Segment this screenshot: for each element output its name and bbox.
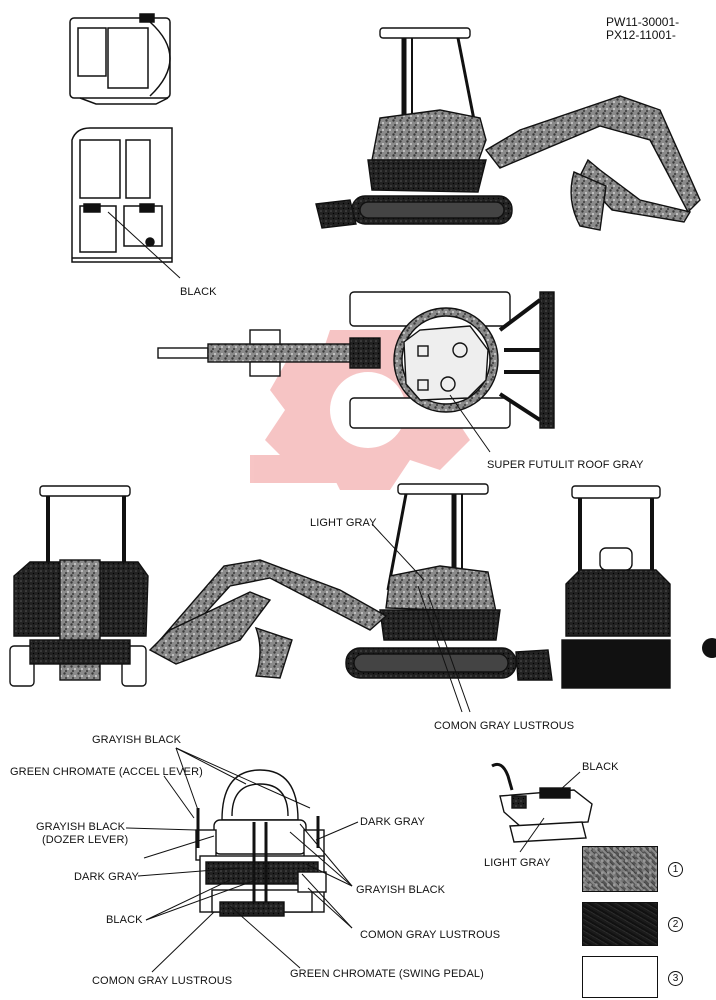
operator-station-view — [195, 769, 327, 917]
label-lever-light-gray: LIGHT GRAY — [484, 857, 551, 869]
label-green-chromate-accel: GREEN CHROMATE (ACCEL LEVER) — [10, 766, 203, 778]
leader-lever-black — [559, 771, 581, 791]
excavator-side-view-right — [315, 27, 701, 231]
excavator-side-view-left — [148, 483, 553, 681]
leader-lever-light-gray — [519, 817, 545, 853]
lever-detail — [491, 762, 593, 843]
excavator-front-view — [9, 485, 149, 687]
legend-swatch-2 — [582, 902, 658, 946]
cab-top-view — [69, 13, 171, 105]
label-cab-black: BLACK — [180, 286, 217, 298]
label-comon-gray-mid: COMON GRAY LUSTROUS — [434, 720, 575, 732]
legend-swatch-3 — [582, 956, 658, 998]
leader-light-gray — [371, 523, 425, 581]
label-comon-gray-bottom: COMON GRAY LUSTROUS — [92, 975, 233, 987]
legend-swatch-1 — [582, 846, 658, 892]
label-roof-gray: SUPER FUTULIT ROOF GRAY — [487, 459, 644, 471]
leader-comon-gray-2 — [427, 593, 471, 713]
label-dark-gray-left: DARK GRAY — [74, 871, 139, 883]
label-grayish-black-top: GRAYISH BLACK — [92, 734, 182, 746]
leader-comon-gray-1 — [417, 585, 463, 713]
serial-number-1: PW11-30001- — [606, 15, 680, 29]
leader-cab-black — [107, 211, 181, 279]
label-dozer-lever: (DOZER LEVER) — [42, 834, 129, 846]
leader-roof-gray — [449, 394, 491, 453]
legend-number-2: 2 — [668, 917, 683, 932]
legend-number-3: 3 — [668, 971, 683, 986]
label-grayish-black-dozer: GRAYISH BLACK — [36, 821, 126, 833]
serial-number-2: PX12-11001- — [606, 28, 676, 42]
label-green-chromate-swing: GREEN CHROMATE (SWING PEDAL) — [290, 968, 484, 980]
excavator-top-view — [157, 291, 555, 429]
label-comon-gray-right: COMON GRAY LUSTROUS — [360, 929, 501, 941]
label-dark-gray-right: DARK GRAY — [360, 816, 425, 828]
label-light-gray-top: LIGHT GRAY — [310, 517, 377, 529]
label-grayish-black-right: GRAYISH BLACK — [356, 884, 446, 896]
cab-side-view — [71, 127, 173, 263]
page-edge-marker — [702, 638, 716, 658]
label-black-left: BLACK — [106, 914, 143, 926]
operator-leaders — [125, 747, 359, 973]
legend-number-1: 1 — [668, 862, 683, 877]
excavator-rear-view — [561, 485, 671, 689]
label-lever-black: BLACK — [582, 761, 619, 773]
